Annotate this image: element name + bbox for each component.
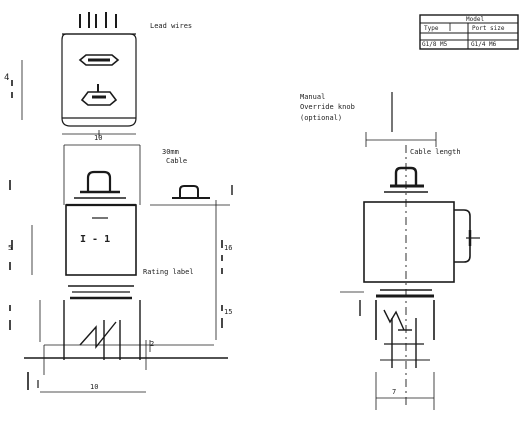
top-note: Lead wires bbox=[150, 22, 193, 30]
small-dim-2: 2 bbox=[150, 340, 155, 348]
table-cell-row2b: G1/4 M6 bbox=[471, 41, 497, 48]
mid-note-2: Cable bbox=[166, 157, 188, 165]
right-dim-label: 16 bbox=[224, 244, 233, 252]
spec-table bbox=[419, 14, 519, 50]
section-note-3: (optional) bbox=[300, 114, 343, 122]
left-vertical-dim-label: 4 bbox=[4, 73, 10, 83]
front-view bbox=[9, 144, 233, 393]
connector-side-view bbox=[172, 185, 210, 199]
bottom-dim-label: 10 bbox=[90, 383, 99, 391]
section-note-1: Manual bbox=[300, 93, 326, 101]
rating-label: Rating label bbox=[143, 268, 194, 276]
section-view bbox=[340, 92, 480, 410]
front-dim-label: Cable length bbox=[410, 148, 461, 156]
table-cell-row2a: G1/8 M5 bbox=[422, 41, 448, 48]
table-cell-port: Port size bbox=[472, 25, 505, 32]
table-header: Model bbox=[466, 16, 485, 23]
table-cell-type: Type bbox=[424, 25, 439, 32]
body-mark: I - 1 bbox=[80, 234, 111, 245]
top-view bbox=[61, 12, 137, 138]
section-note-2: Override knob bbox=[300, 103, 355, 111]
small-dim-1: 5 bbox=[8, 244, 13, 252]
mid-note-1: 30mm bbox=[162, 148, 179, 156]
bottom-dim-top-label: 10 bbox=[94, 134, 103, 142]
right-dim-b-label: 15 bbox=[224, 308, 233, 316]
bottom-sub-dim: 7 bbox=[392, 388, 397, 396]
